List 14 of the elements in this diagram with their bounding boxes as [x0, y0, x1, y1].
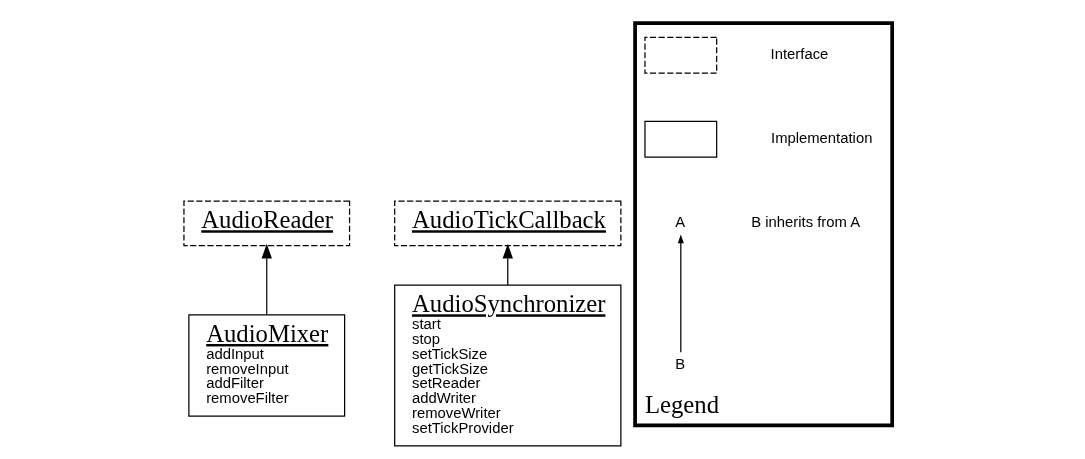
node-box: AudioSynchronizer start stop setTickSize getTickSize setReader addWriter removeWriter setTickProvider — [393, 284, 621, 447]
legend-label: Implementation — [770, 130, 872, 147]
node-text: B — [674, 356, 685, 373]
node-box — [643, 120, 717, 158]
node-box: AudioTickCallback — [393, 200, 621, 247]
node-box: AudioMixer addInput removeInput addFilter removeFilter — [187, 314, 345, 417]
arrow — [677, 234, 684, 353]
node-text: A — [674, 214, 685, 231]
arrow — [502, 243, 513, 286]
arrow — [261, 243, 272, 316]
node-box — [643, 36, 717, 74]
legend-label: B inherits from A — [750, 214, 860, 231]
legend-label: Interface — [770, 46, 828, 63]
node-box: AudioReader — [182, 200, 350, 247]
